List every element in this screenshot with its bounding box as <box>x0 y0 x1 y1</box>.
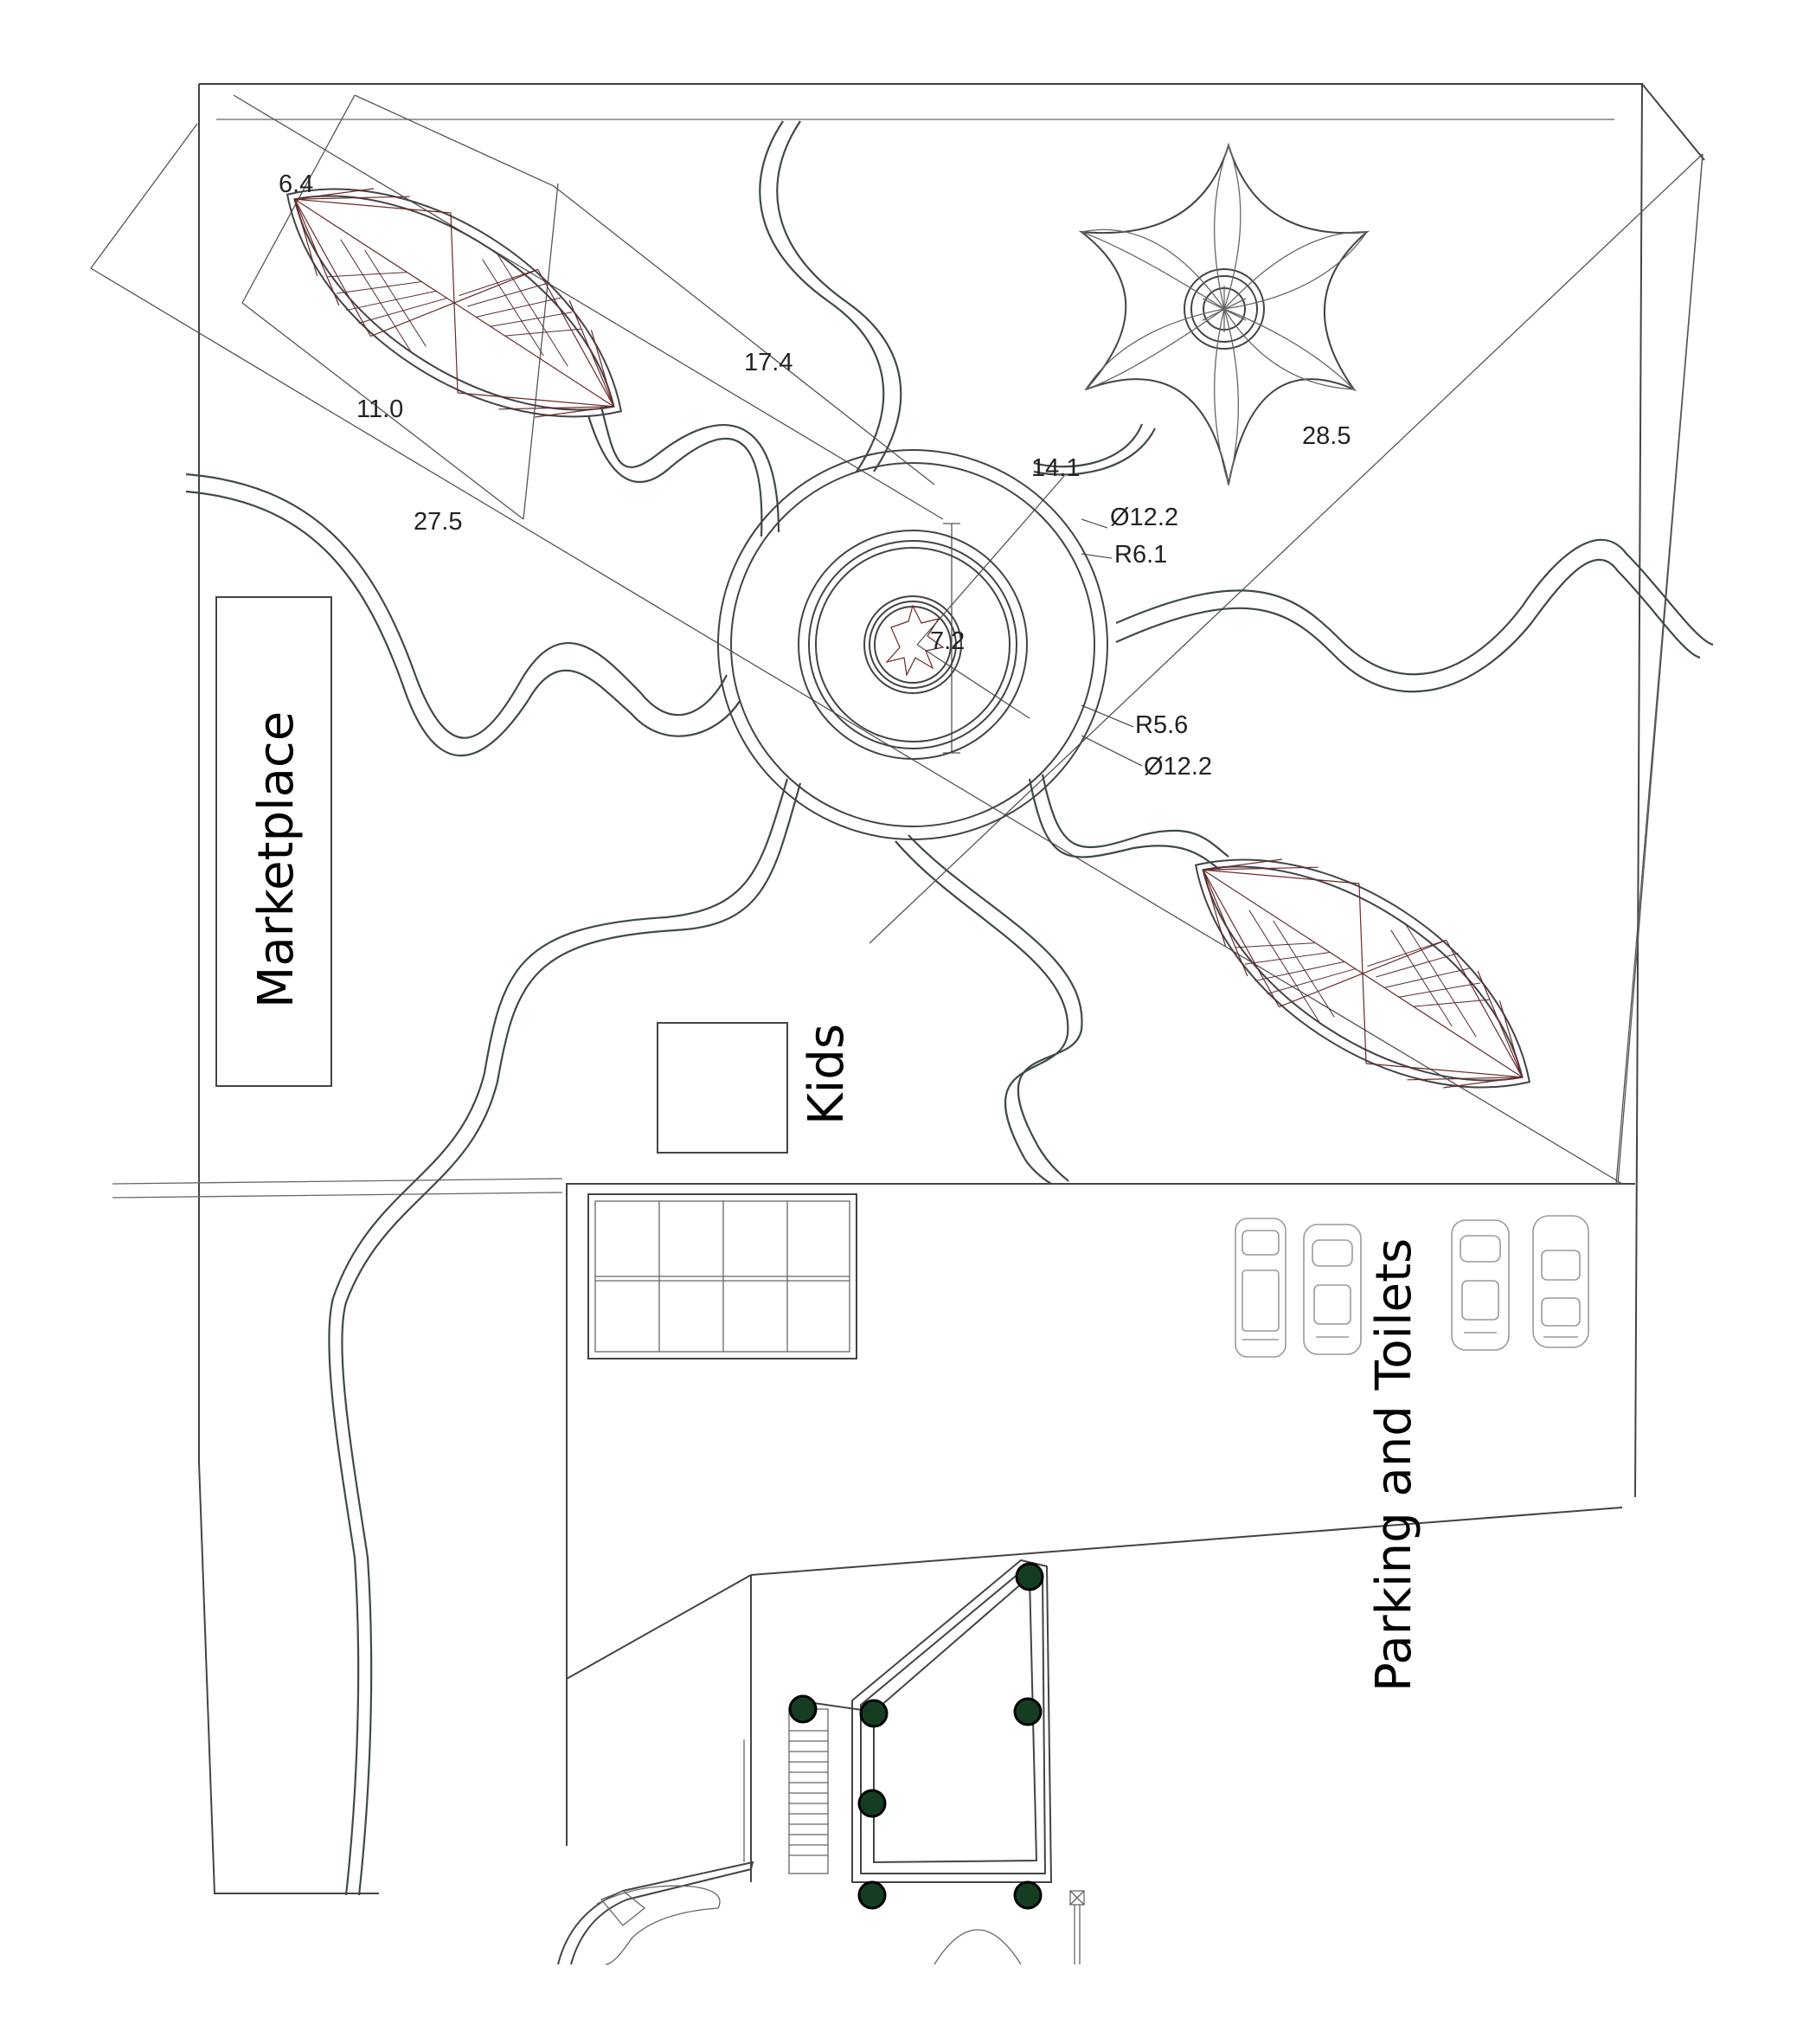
dim-leaf-offset: 17.4 <box>744 349 792 376</box>
tree-icon <box>1013 1697 1043 1726</box>
parked-cars <box>1235 1215 1589 1358</box>
dim-center: 7.2 <box>930 627 965 655</box>
leaf-canopy-southeast <box>1194 858 1531 1089</box>
walking-paths <box>185 120 1714 1896</box>
label-kids: Kids <box>799 1024 855 1125</box>
dim-diagonal-left: 27.5 <box>414 508 462 536</box>
dimension-labels: 6.4 11.0 17.4 27.5 14.1 28.5 Ø12.2 R6.1 … <box>279 170 1351 781</box>
tree-icon <box>1013 1880 1043 1910</box>
leaf-canopy-northwest <box>286 188 623 418</box>
pavilion-building <box>788 1559 1085 1965</box>
central-roundabout <box>717 449 1108 840</box>
tree-icon <box>788 1694 818 1724</box>
car-1 <box>1235 1218 1286 1358</box>
curved-structure <box>557 1739 754 1965</box>
dim-diameter-outer: Ø12.2 <box>1110 504 1178 531</box>
tree-icon <box>1015 1562 1044 1591</box>
dim-radius-14: 14.1 <box>1031 454 1080 482</box>
central-sculpture <box>885 604 945 677</box>
toilet-block <box>587 1193 857 1359</box>
car-3 <box>1451 1219 1510 1351</box>
marketplace-zone <box>215 596 332 1087</box>
dim-diameter-inner: Ø12.2 <box>1144 753 1212 781</box>
label-marketplace: Marketplace <box>248 711 305 1008</box>
kids-zone <box>657 1022 788 1154</box>
dim-diagonal-right: 28.5 <box>1302 422 1351 450</box>
dim-leaf-length: 11.0 <box>356 395 403 423</box>
star-pavilion <box>1078 142 1370 487</box>
site-boundary <box>112 83 1705 1894</box>
dim-radius-inner: R5.6 <box>1135 711 1188 739</box>
dim-radius-outer: R6.1 <box>1114 541 1167 569</box>
car-4 <box>1532 1215 1589 1348</box>
label-parking-toilets: Parking and Toilets <box>1366 1238 1422 1692</box>
tree-icon <box>857 1880 887 1910</box>
tree-icon <box>859 1699 889 1728</box>
car-2 <box>1303 1224 1362 1355</box>
tree-icon <box>857 1789 887 1818</box>
dim-leaf-width: 6.4 <box>279 170 313 198</box>
